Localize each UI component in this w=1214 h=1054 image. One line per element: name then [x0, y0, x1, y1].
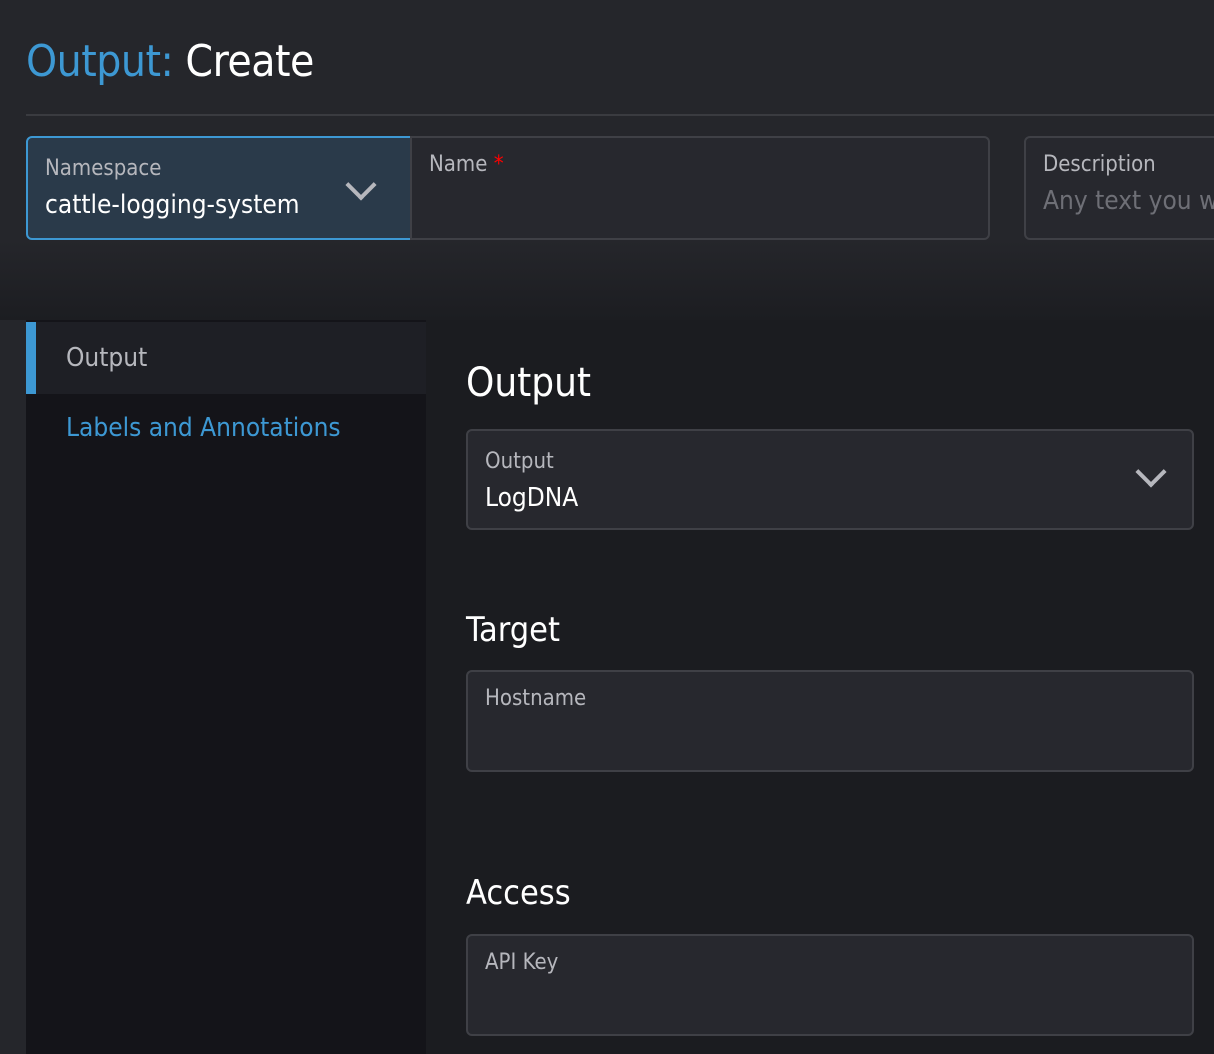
output-select-label: Output [485, 449, 554, 474]
api-key-field[interactable]: API Key [466, 934, 1194, 1036]
sidebar: Output Labels and Annotations [26, 320, 426, 1054]
output-type-select[interactable]: Output LogDNA [466, 429, 1194, 530]
chevron-down-icon [345, 169, 377, 201]
namespace-label: Namespace [45, 156, 162, 181]
output-select-value: LogDNA [485, 483, 579, 513]
hostname-label: Hostname [485, 686, 587, 711]
namespace-value: cattle-logging-system [45, 190, 300, 220]
target-heading: Target [466, 610, 560, 650]
divider [26, 114, 1214, 116]
api-key-label: API Key [485, 950, 559, 975]
title-action: Create [185, 36, 314, 87]
access-heading: Access [466, 873, 571, 913]
api-key-input[interactable] [485, 990, 1165, 1020]
name-label-text: Name [429, 152, 488, 177]
name-input[interactable] [429, 190, 969, 220]
chevron-down-icon [1135, 456, 1167, 488]
description-input[interactable] [1043, 186, 1214, 216]
tab-output[interactable]: Output [26, 322, 426, 394]
tab-labels-and-annotations[interactable]: Labels and Annotations [66, 413, 341, 443]
name-label: Name * [429, 152, 504, 177]
title-resource: Output: [26, 36, 174, 87]
hostname-input[interactable] [485, 726, 1165, 756]
namespace-select[interactable]: Namespace cattle-logging-system [26, 136, 412, 240]
main-content: Output Output LogDNA Target Hostname Acc… [426, 320, 1214, 1054]
required-marker: * [493, 152, 504, 177]
description-field[interactable]: Description [1024, 136, 1214, 240]
name-field[interactable]: Name * [410, 136, 990, 240]
output-heading: Output [466, 360, 591, 406]
section-shade [0, 240, 1214, 320]
hostname-field[interactable]: Hostname [466, 670, 1194, 772]
description-label: Description [1043, 152, 1156, 177]
page-title: Output: Create [26, 36, 314, 87]
